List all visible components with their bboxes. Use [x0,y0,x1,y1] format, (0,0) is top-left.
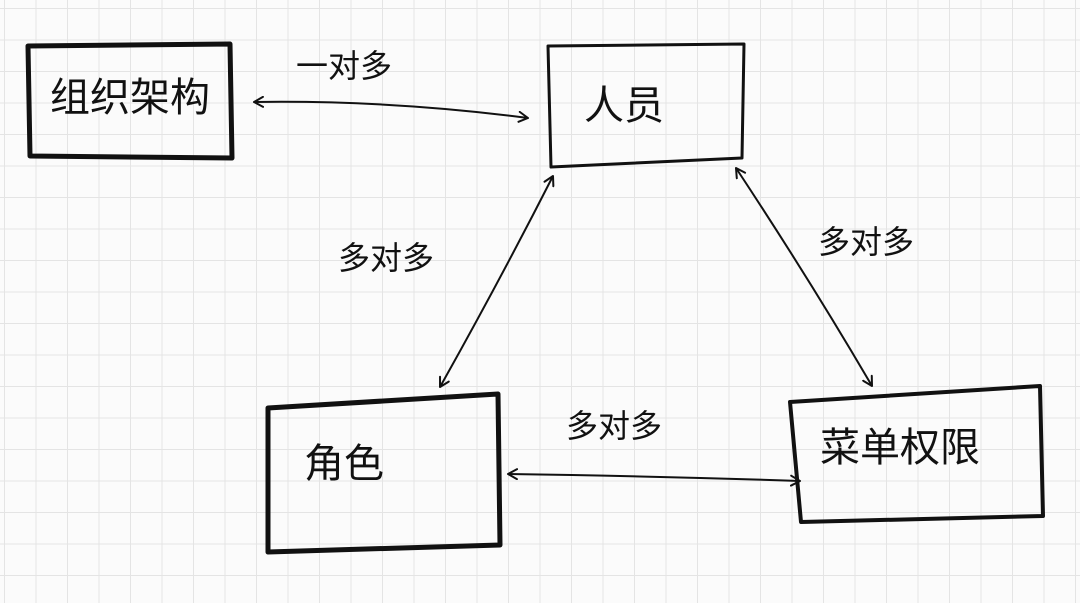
role-menu-relation-label: 多对多 [566,407,663,445]
person-menu-relation-label: 多对多 [818,223,915,261]
person-menu-connector [735,167,873,387]
person-role-relation-label: 多对多 [338,239,435,277]
role-menu-connector [506,468,801,487]
person-box [546,42,746,169]
org-person-connector [253,95,529,123]
person-role-connector [439,175,555,388]
person-node-label: 人员 [584,83,664,129]
role-node-label: 角色 [304,441,384,487]
org-person-relation-label: 一对多 [296,47,393,85]
role-box [265,391,503,555]
menu-node-label: 菜单权限 [820,425,980,471]
org-box [25,41,235,161]
org-node-label: 组织架构 [50,75,210,121]
